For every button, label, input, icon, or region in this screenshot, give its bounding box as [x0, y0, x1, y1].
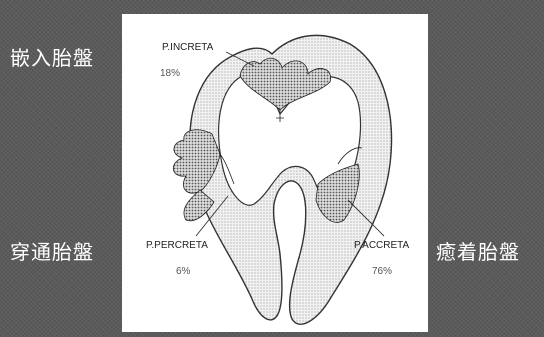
accreta-percent: 76% — [372, 266, 392, 277]
label-placenta-percreta: 穿通胎盤 — [10, 236, 94, 265]
uterus-illustration-panel: P.INCRETA 18% P.PERCRETA 6% P.ACCRETA 76… — [122, 14, 428, 332]
increta-percent: 18% — [160, 68, 180, 79]
uterus-illustration — [122, 14, 428, 332]
percreta-percent: 6% — [176, 266, 190, 277]
percreta-label: P.PERCRETA — [146, 240, 208, 251]
label-placenta-increta: 嵌入胎盤 — [10, 42, 94, 71]
label-placenta-accreta: 癒着胎盤 — [436, 236, 520, 265]
accreta-label: P.ACCRETA — [354, 240, 409, 251]
increta-label: P.INCRETA — [162, 42, 213, 53]
